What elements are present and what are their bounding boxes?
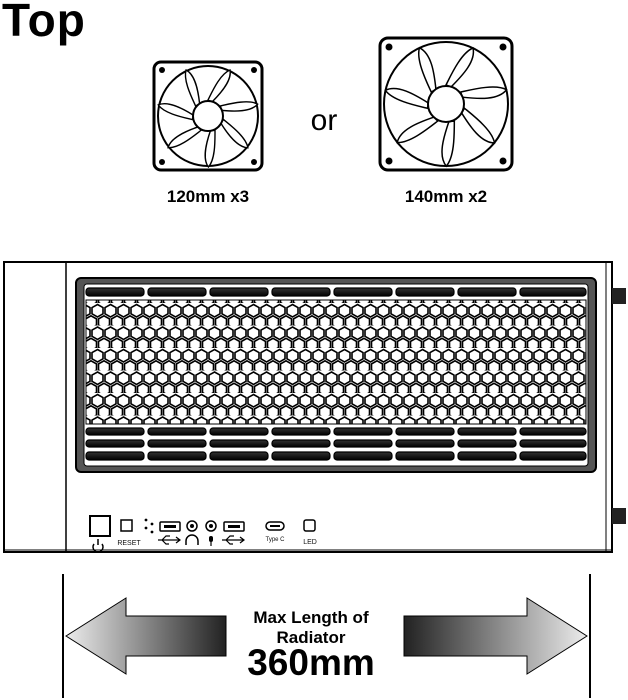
- fan-120mm-icon: [152, 60, 264, 172]
- fan-140mm-icon: [378, 36, 514, 172]
- page-title: Top: [2, 0, 86, 46]
- radiator-length-title: Max Length of Radiator: [253, 608, 369, 647]
- fan-140mm-label: 140mm x2: [404, 187, 488, 206]
- fan-120mm-label: 120mm x3: [166, 187, 250, 206]
- typec-label: Type C: [265, 537, 285, 543]
- case-top-illustration: [3, 261, 626, 553]
- or-separator: or: [310, 104, 338, 137]
- radiator-length-arrows: [62, 574, 591, 698]
- reset-label: RESET: [117, 540, 141, 547]
- led-label: LED: [303, 539, 317, 546]
- radiator-length-value: 360mm: [247, 642, 375, 683]
